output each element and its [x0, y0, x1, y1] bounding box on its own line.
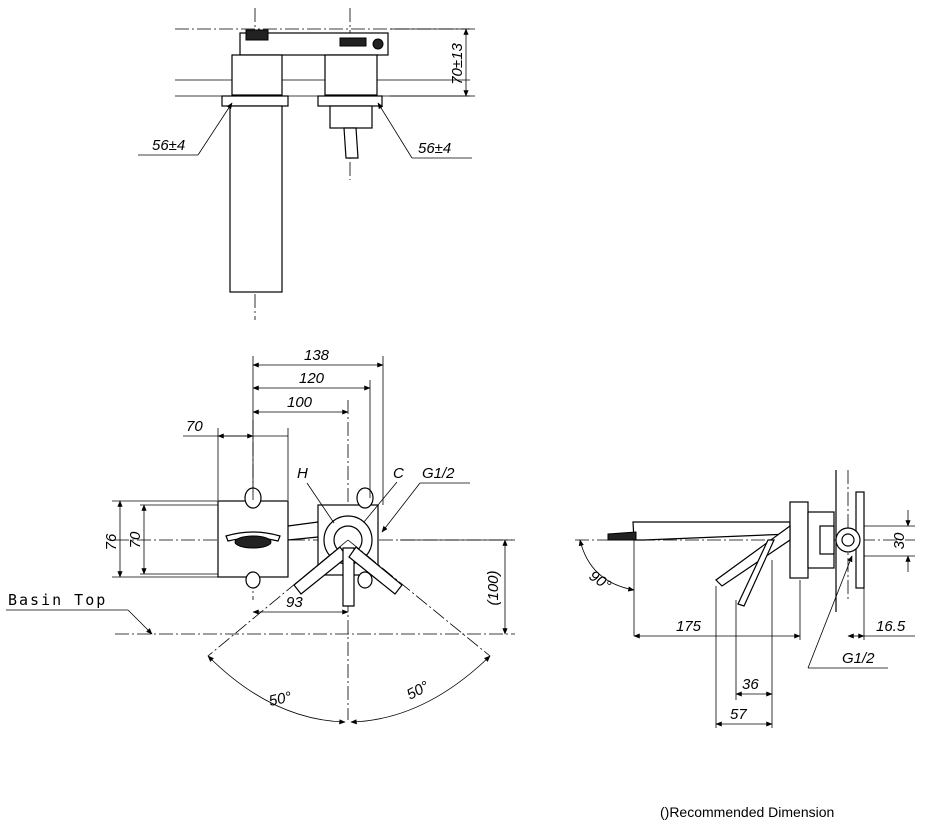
angle-left: 50° [267, 689, 293, 710]
side-angle: 90° [586, 567, 614, 594]
dim-175: 175 [676, 618, 702, 635]
handle-centre [342, 547, 355, 607]
dim-100: 100 [287, 394, 313, 411]
dim-70-side: 70 [127, 531, 144, 548]
dim-100-recommended: (100) [485, 570, 502, 605]
basin-top-label: Basin Top [8, 591, 107, 609]
dim-56-left: 56±4 [152, 137, 185, 154]
dim-30: 30 [891, 532, 908, 549]
side-spout [632, 521, 791, 541]
dim-57: 57 [730, 706, 747, 723]
dim-138: 138 [304, 347, 330, 364]
dim-70-top: 70 [186, 418, 203, 435]
front-view: 50° 50° 138 120 100 70 H C G1/2 76 70 [6, 347, 515, 725]
dim-16-5: 16.5 [876, 618, 906, 635]
label-thread-side: G1/2 [842, 650, 875, 667]
label-h: H [297, 465, 308, 482]
dim-93: 93 [286, 594, 303, 611]
label-c: C [393, 465, 404, 482]
side-handle-2 [737, 539, 775, 607]
angle-right: 50° [404, 678, 432, 704]
spout [229, 105, 283, 293]
dim-36: 36 [742, 676, 759, 693]
right-escutcheon [317, 95, 383, 107]
dim-76: 76 [103, 533, 120, 550]
side-view: 90° 175 36 57 30 16.5 G1/2 [575, 470, 915, 728]
dim-70-13: 70±13 [449, 43, 466, 85]
dim-120: 120 [299, 370, 325, 387]
left-escutcheon [221, 95, 289, 107]
handle-right [348, 546, 403, 595]
footnote: ()Recommended Dimension [660, 804, 835, 820]
dim-56-right: 56±4 [418, 140, 451, 157]
handle-lever [343, 127, 359, 159]
top-view: 70±13 56±4 56±4 [138, 8, 475, 320]
label-thread-front: G1/2 [422, 465, 455, 482]
